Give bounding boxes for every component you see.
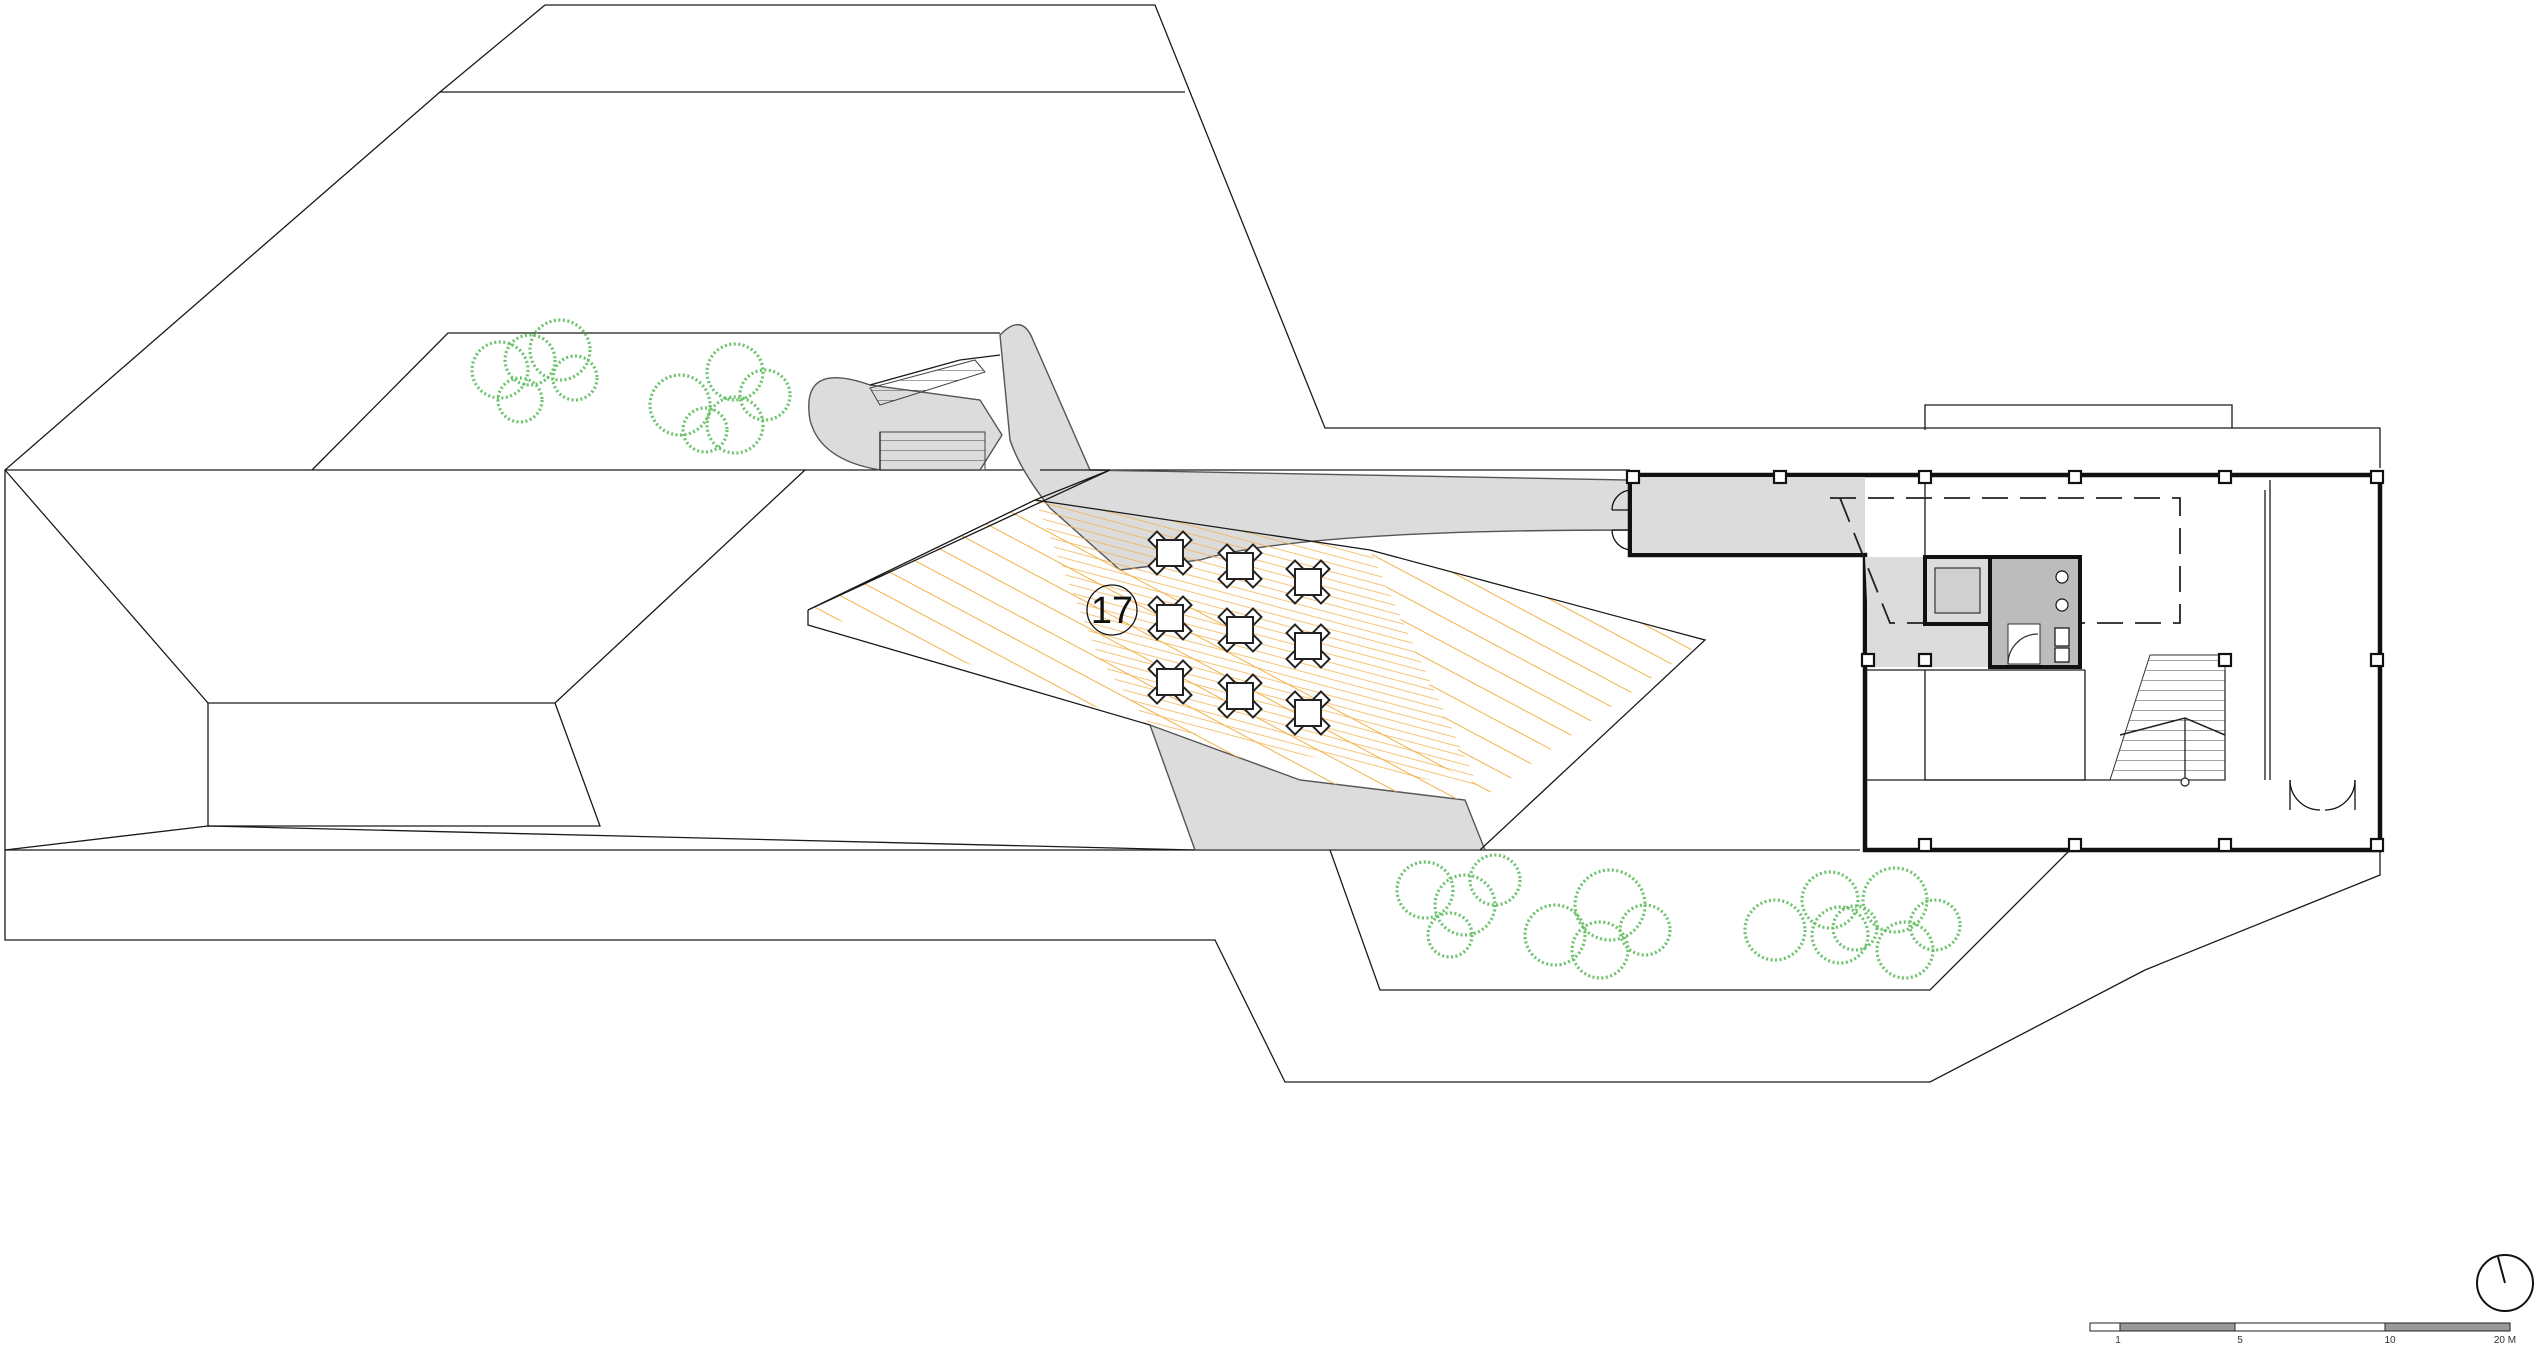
scale-tick-label: 5 [2237, 1335, 2243, 1345]
outdoor-stair [869, 359, 986, 471]
column [2217, 837, 2233, 853]
toilet-icon [2055, 598, 2069, 612]
tree-icon [1523, 868, 1672, 980]
north-arrow-icon [2476, 1254, 2534, 1312]
scale-bar: 1 5 10 20 M [2089, 1322, 2516, 1345]
tree-icon [1395, 853, 1522, 959]
table-with-chairs-icon [1217, 543, 1263, 589]
tables-group [1147, 530, 1331, 736]
table-with-chairs-icon [1285, 690, 1331, 736]
column [1860, 652, 1876, 668]
column [2067, 469, 2083, 485]
column [1917, 837, 1933, 853]
toilet-icon [2055, 570, 2069, 584]
column [1917, 469, 1933, 485]
trees-group [470, 318, 1962, 980]
table-with-chairs-icon [1147, 595, 1193, 641]
column [2369, 837, 2385, 853]
column [2217, 652, 2233, 668]
column [1772, 469, 1788, 485]
table-with-chairs-icon [1217, 607, 1263, 653]
column [2369, 652, 2385, 668]
column [2217, 469, 2233, 485]
table-with-chairs-icon [1147, 530, 1193, 576]
scale-tick-label: 1 [2115, 1335, 2121, 1345]
table-with-chairs-icon [1147, 659, 1193, 705]
scale-tick-label: 20 M [2494, 1335, 2516, 1345]
room-label-group: 17 [1086, 584, 1138, 636]
paved-walkway [808, 324, 1631, 851]
columns-group [1625, 469, 2385, 853]
stair-icon [2109, 654, 2226, 787]
room-label: 17 [1091, 590, 1133, 632]
terrace-outline [4, 469, 1860, 851]
table-with-chairs-icon [1285, 559, 1331, 605]
tree-icon [648, 342, 792, 455]
tree-icon [1810, 866, 1962, 980]
toilet-block [1988, 555, 2082, 669]
lower-planter [1329, 849, 2071, 991]
column [2369, 469, 2385, 485]
column [1625, 469, 1641, 485]
column [2067, 837, 2083, 853]
side-door [2289, 779, 2356, 811]
tree-icon [470, 318, 599, 424]
table-with-chairs-icon [1285, 623, 1331, 669]
door-swing-icon [2007, 633, 2039, 665]
upper-planter [311, 332, 1000, 471]
table-with-chairs-icon [1217, 673, 1263, 719]
building [1611, 469, 2385, 853]
tree-icon [1743, 870, 1879, 962]
scale-tick-label: 10 [2384, 1335, 2396, 1345]
column [1917, 652, 1933, 668]
entry-door [1611, 489, 1633, 551]
